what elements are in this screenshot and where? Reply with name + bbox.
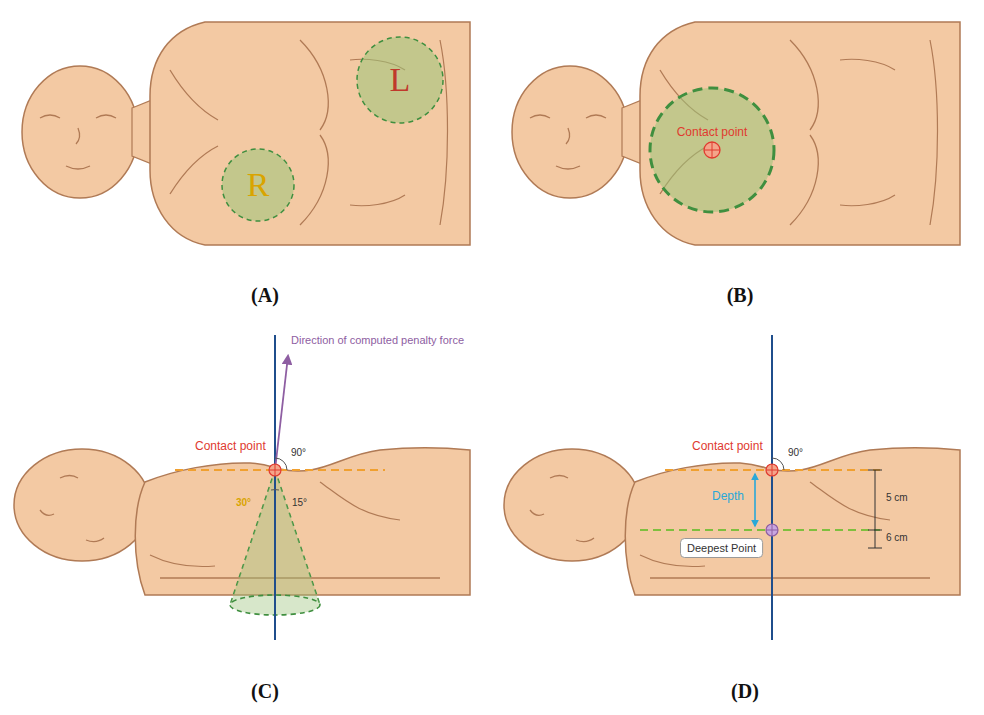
panel-d-geometry: [868, 470, 882, 548]
manikin-top-view: [22, 22, 470, 245]
dimension-label: 6 cm: [886, 532, 908, 544]
panel-d-geometry: [766, 524, 778, 536]
panel-c-geometry: [271, 489, 279, 490]
angle-label: 90°: [291, 447, 306, 459]
dimension-label: 5 cm: [886, 492, 908, 504]
panel-d-geometry: [640, 335, 882, 640]
angle-label: 90°: [788, 447, 803, 459]
panel-d-geometry: [766, 524, 778, 536]
panel-d-geometry: [766, 464, 778, 476]
contact-point-label: Contact point: [195, 440, 266, 454]
box-rect: [681, 539, 763, 558]
panel-c-geometry: [269, 464, 281, 476]
panel-c-geometry: [275, 356, 288, 470]
panel-label: (D): [731, 680, 759, 703]
panel-d-geometry: [640, 529, 880, 531]
zone-circle: [357, 37, 443, 123]
depth-label: Depth: [712, 490, 744, 504]
node-text: Deepest Point: [687, 542, 756, 554]
zone-circle: [650, 88, 774, 212]
panel-c-geometry: [175, 335, 385, 640]
contact-target: [704, 142, 720, 158]
angle-label: 15°: [292, 497, 307, 509]
panel-c-geometry: [274, 335, 276, 640]
panel-d-geometry: [771, 335, 773, 640]
panel-label: (A): [251, 284, 279, 307]
contact-target: [704, 142, 720, 158]
compression-zone-circle: R: [220, 147, 296, 223]
contact-target: [712, 142, 713, 158]
manikin-top-view: [512, 22, 960, 245]
manikin-side-view: [504, 448, 960, 595]
panel-d-geometry: [766, 464, 778, 476]
compression-zone-circle: L: [355, 35, 445, 125]
deepest-point-box: Deepest Point: [680, 538, 763, 558]
panel-c-geometry: [269, 464, 281, 476]
node-text: Contact point: [677, 126, 748, 139]
panel-d-geometry: [754, 474, 756, 526]
force-direction-label: Direction of computed penalty force: [291, 334, 464, 347]
node-text: R: [247, 166, 270, 203]
contact-point-label: Contact point: [692, 440, 763, 454]
zone-circle: [222, 149, 294, 221]
circle-outline: [648, 86, 776, 214]
node-text: L: [390, 61, 411, 98]
angle-label: 30°: [236, 497, 251, 509]
panel-label: (B): [727, 284, 754, 307]
contact-zone-circle: Contact point: [648, 86, 776, 214]
panel-label: (C): [251, 680, 279, 703]
